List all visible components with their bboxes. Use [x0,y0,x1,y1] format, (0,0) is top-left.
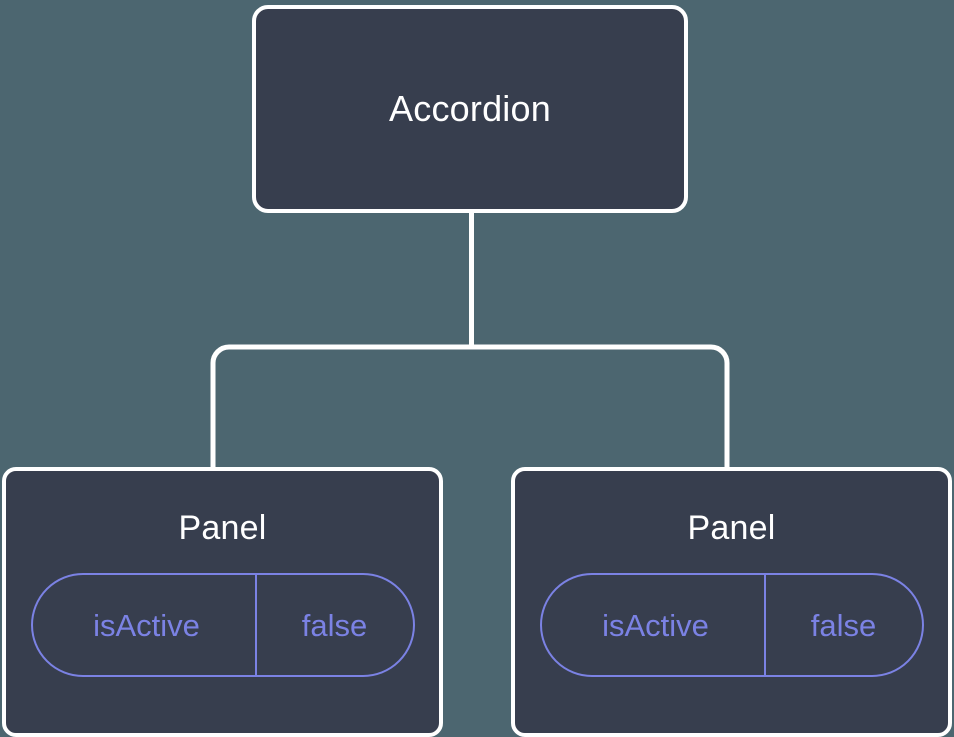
node-panel-right[interactable]: Panel isActive false [511,467,952,737]
node-panel-left[interactable]: Panel isActive false [2,467,443,737]
prop-pill-right-divider [763,575,766,675]
node-accordion-title: Accordion [389,88,551,129]
node-panel-left-title: Panel [178,509,267,547]
node-accordion[interactable]: Accordion [252,5,688,213]
prop-pill-right-value: false [810,607,877,643]
prop-pill-right[interactable]: isActive false [539,573,924,677]
prop-pill-left-key: isActive [93,607,200,643]
prop-pill-left-divider [254,575,257,675]
node-panel-right-title: Panel [687,509,776,547]
prop-pill-left-value: false [301,607,368,643]
prop-pill-right-key: isActive [602,607,709,643]
edge-bus-to-panel-right [471,344,730,470]
edge-bus-to-panel-left [210,344,472,470]
prop-pill-left[interactable]: isActive false [30,573,415,677]
